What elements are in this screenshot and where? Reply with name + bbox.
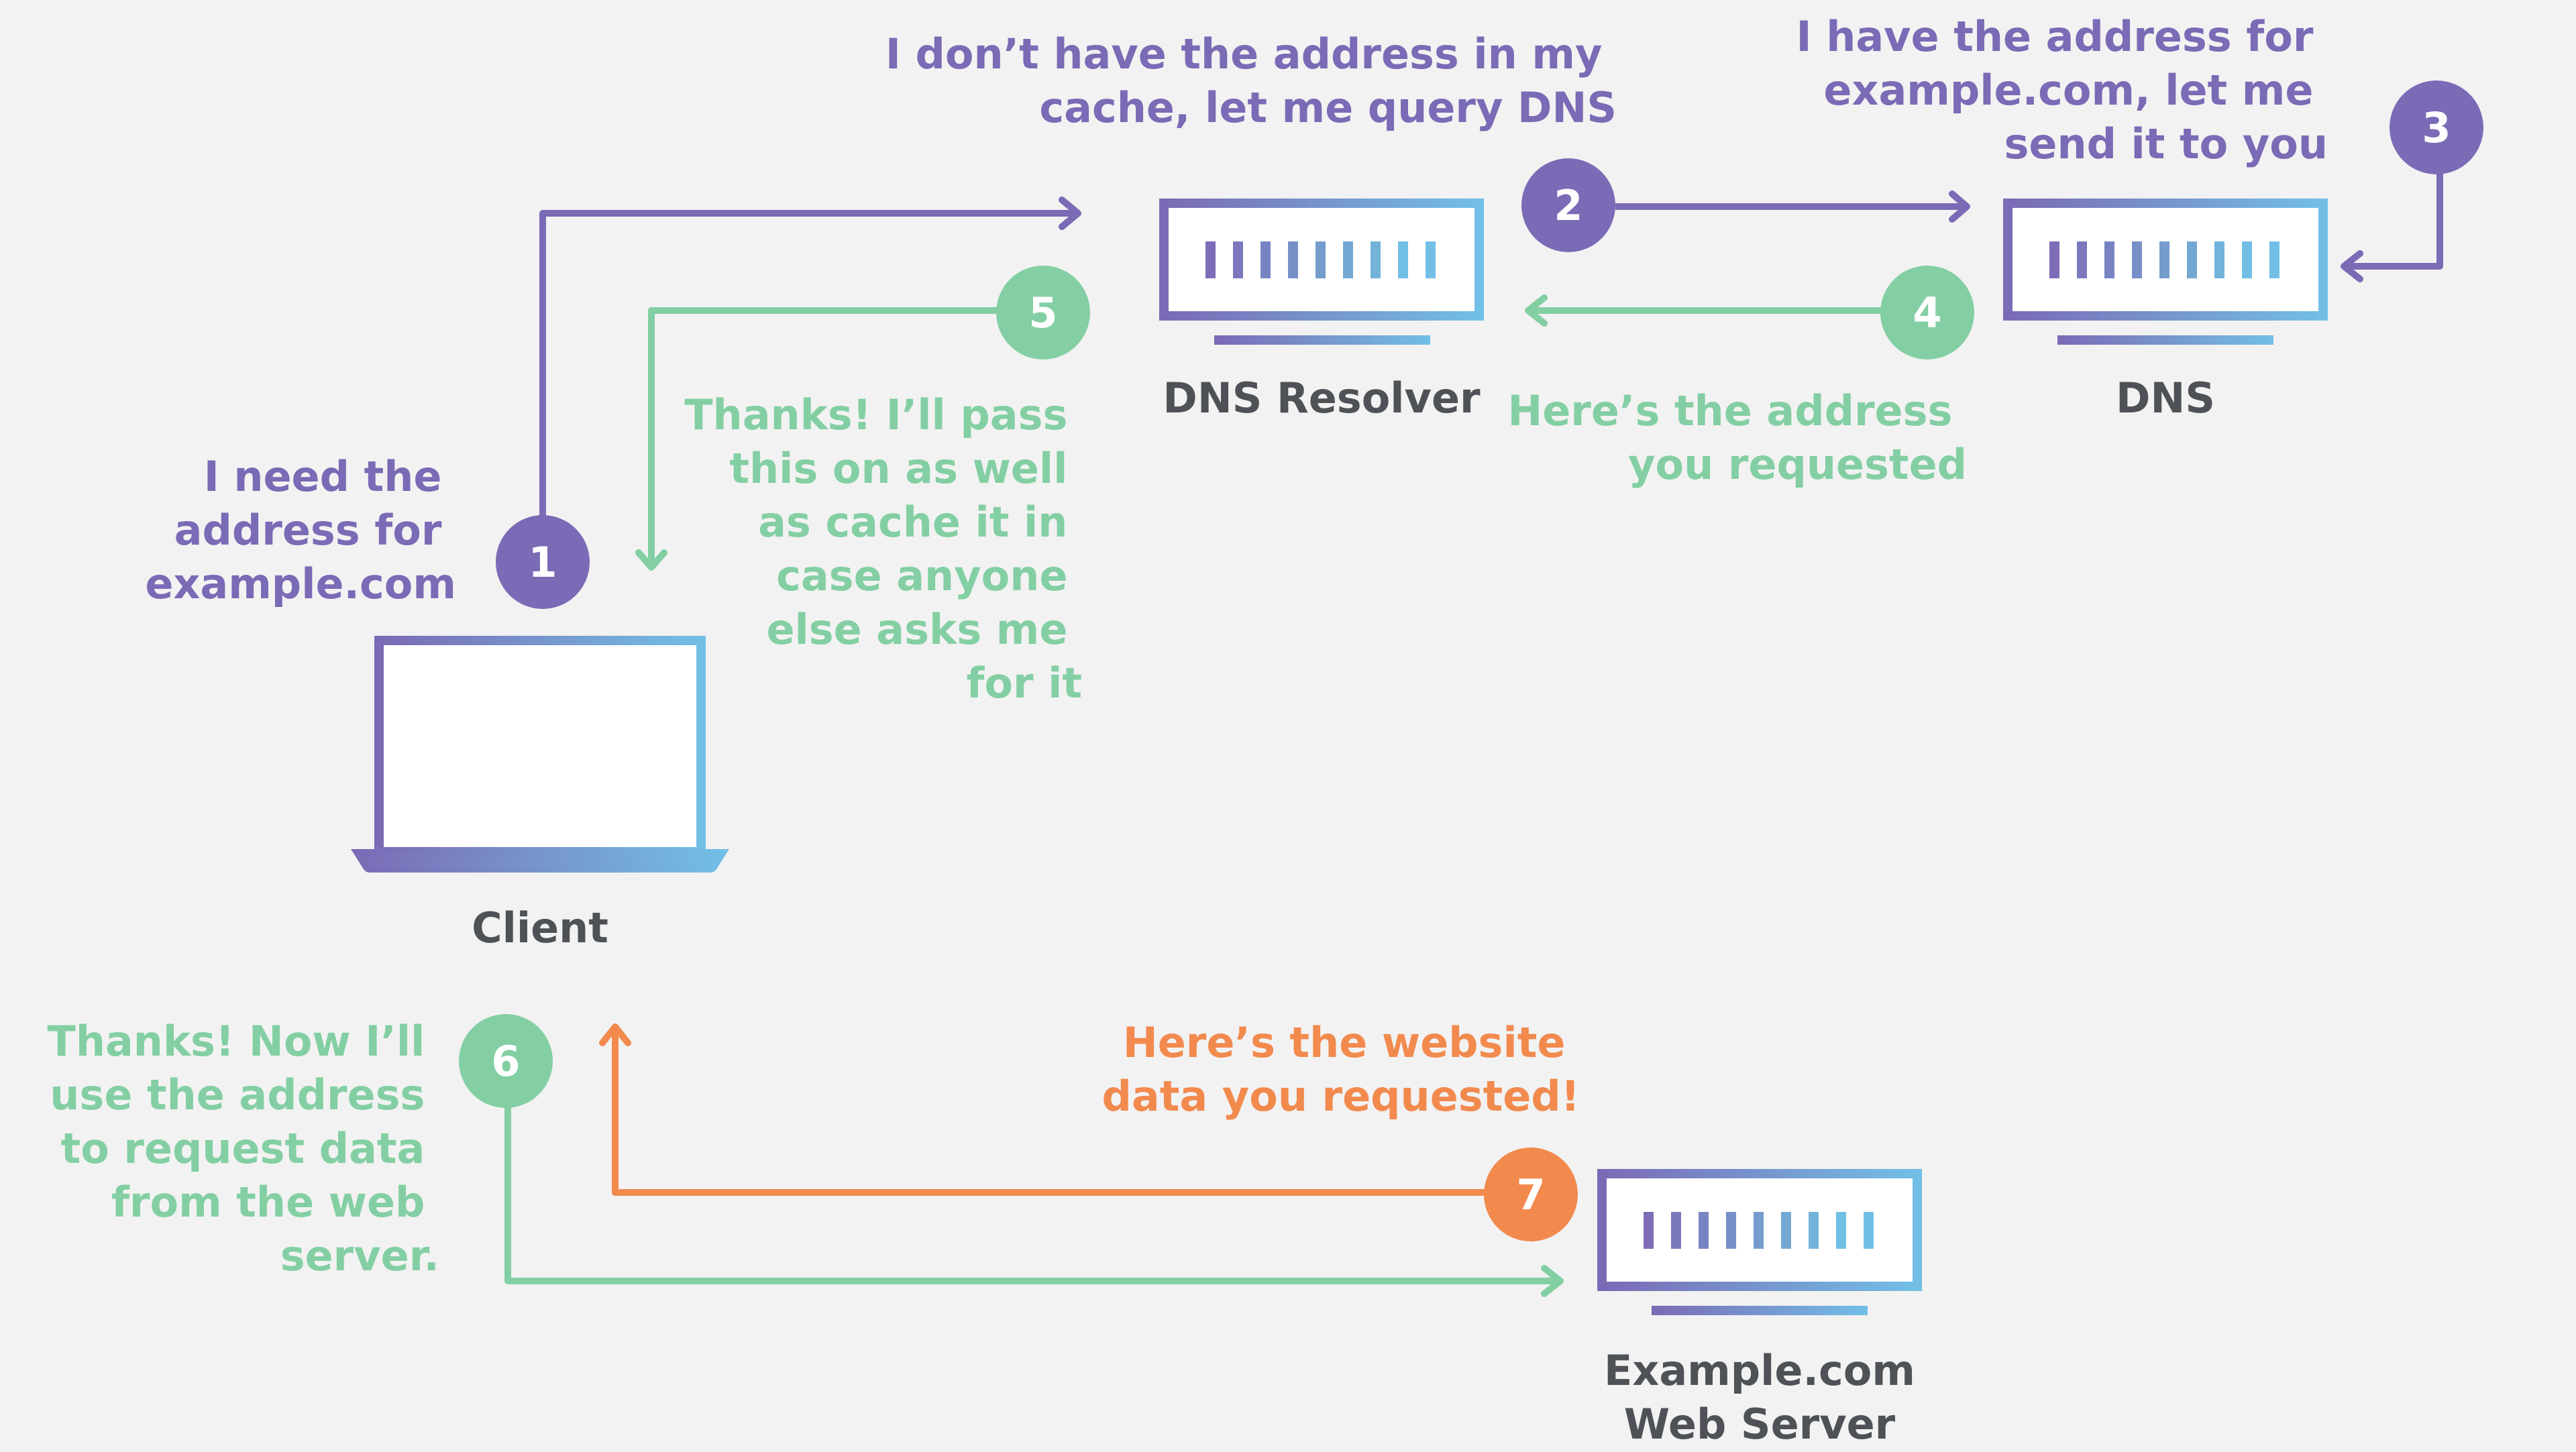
step-5-message: Thanks! I’ll pass this on as well as cac… <box>684 390 1082 708</box>
svg-text:6: 6 <box>491 1037 520 1086</box>
svg-text:5: 5 <box>1028 288 1057 337</box>
svg-text:7: 7 <box>1516 1170 1545 1219</box>
step-badge-4: 4 <box>1880 266 1974 359</box>
webserver-label-line-1: Example.com <box>1604 1346 1915 1395</box>
step-6-message: Thanks! Now I’ll use the address to requ… <box>48 1017 439 1280</box>
step-badge-5: 5 <box>996 266 1090 359</box>
step-badge-6: 6 <box>459 1014 553 1108</box>
svg-text:2: 2 <box>1554 181 1582 230</box>
step-badge-2: 2 <box>1521 158 1615 252</box>
step-4-message: Here’s the address you requested <box>1507 386 1967 489</box>
step-1-message: I need the address for example.com <box>145 452 456 608</box>
dns-indicator-lights <box>2049 241 2279 278</box>
step-badge-1: 1 <box>496 515 590 609</box>
arrow-client-to-webserver <box>504 1107 1558 1284</box>
arrow-webserver-to-client <box>612 1029 1493 1196</box>
resolver-server-icon <box>1159 199 1484 345</box>
dns-server-icon <box>2003 199 2328 345</box>
svg-text:3: 3 <box>2422 103 2451 152</box>
resolver-indicator-lights <box>1205 241 1436 278</box>
arrow-dns-loop <box>2347 164 2443 270</box>
arrow-head-5 <box>635 549 667 571</box>
svg-text:4: 4 <box>1913 288 1941 337</box>
dns-label: DNS <box>2116 374 2215 423</box>
client-label: Client <box>472 903 608 952</box>
webserver-indicator-lights <box>1644 1212 1874 1249</box>
step-7-message: Here’s the website data you requested! <box>1102 1018 1580 1121</box>
webserver-label-line-2: Web Server <box>1624 1400 1896 1449</box>
arrow-head-6 <box>1541 1265 1564 1297</box>
step-badge-7: 7 <box>1484 1148 1578 1241</box>
arrow-head-3 <box>2341 250 2363 282</box>
arrow-head-2 <box>1949 190 1970 223</box>
arrow-head-1 <box>1059 197 1081 230</box>
webserver-icon <box>1597 1169 1922 1315</box>
arrow-client-to-resolver <box>539 210 1075 537</box>
arrow-head-7 <box>599 1023 631 1046</box>
svg-text:1: 1 <box>528 538 557 587</box>
arrow-head-4 <box>1525 294 1548 327</box>
arrow-resolver-to-client <box>648 307 998 565</box>
step-3-message: I have the address for example.com, let … <box>1796 12 2328 168</box>
client-laptop-icon <box>351 636 729 873</box>
step-badge-3: 3 <box>2390 80 2483 174</box>
resolver-label: DNS Resolver <box>1163 374 1481 423</box>
step-2-message: I don’t have the address in my cache, le… <box>885 30 1617 132</box>
